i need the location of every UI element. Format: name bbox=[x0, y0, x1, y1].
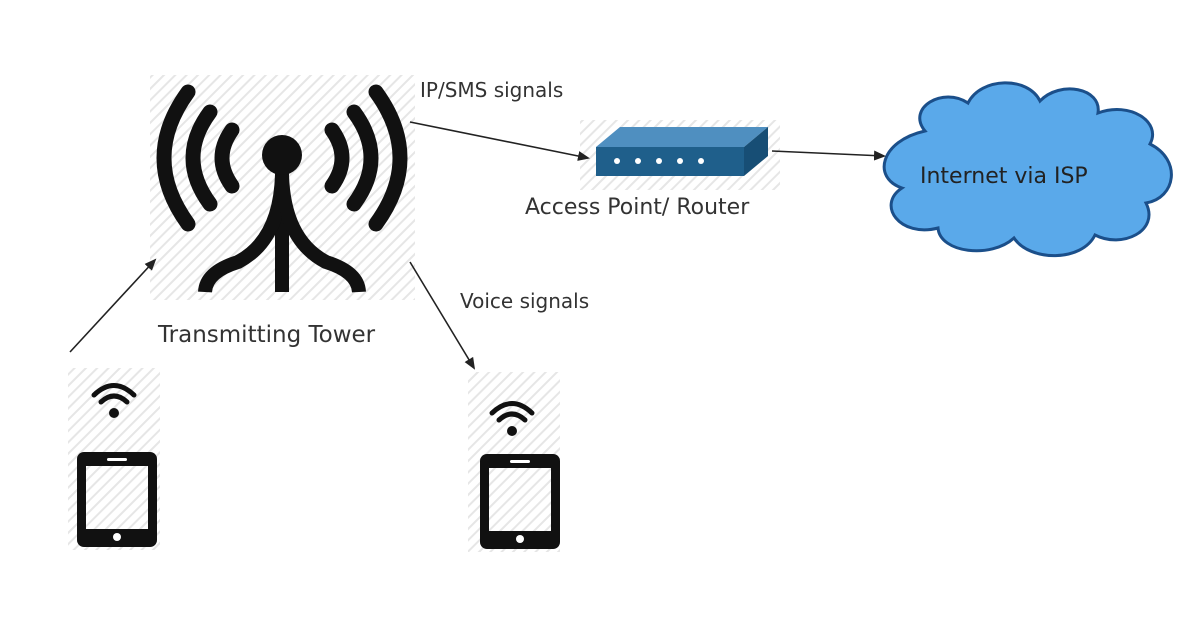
router-icon bbox=[580, 120, 780, 190]
access-point-router-label: Access Point/ Router bbox=[525, 195, 750, 220]
internet-via-isp-label: Internet via ISP bbox=[920, 164, 1088, 189]
arrow-tower-to-phone bbox=[409, 261, 476, 370]
wifi-icon bbox=[489, 401, 535, 436]
transmitting-tower-icon bbox=[150, 75, 415, 300]
cloud-icon bbox=[882, 81, 1173, 258]
arrow-router-to-cloud bbox=[771, 150, 886, 161]
transmitting-tower-label: Transmitting Tower bbox=[158, 322, 376, 348]
arrow-phone-to-tower bbox=[69, 258, 157, 353]
smartphone-icon bbox=[480, 454, 560, 549]
ip-sms-signals-label: IP/SMS signals bbox=[420, 78, 564, 102]
phone-right-group bbox=[468, 372, 560, 552]
arrow-tower-to-router bbox=[409, 121, 590, 161]
wifi-icon bbox=[91, 383, 137, 418]
phone-left-group bbox=[68, 368, 160, 550]
voice-signals-label: Voice signals bbox=[460, 289, 590, 313]
smartphone-icon bbox=[77, 452, 157, 547]
